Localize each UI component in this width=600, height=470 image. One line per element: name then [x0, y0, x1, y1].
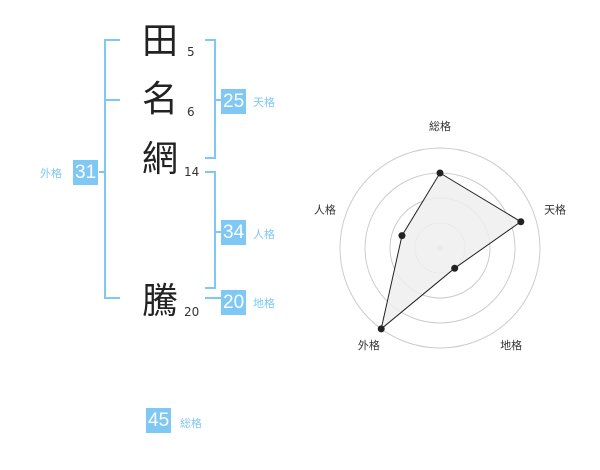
radar-point-2	[517, 218, 525, 226]
chikaku-label: 地格	[253, 297, 275, 310]
radar-point-5	[398, 232, 406, 240]
soukaku-value: 45	[146, 408, 172, 433]
name-char-3: 網	[141, 139, 178, 180]
tenkaku-bracket	[205, 39, 221, 159]
tenkaku-value: 25	[221, 89, 247, 114]
radar-point-1	[436, 169, 444, 177]
name-char-1: 田	[141, 21, 178, 62]
jinkaku-bracket	[205, 171, 221, 289]
radar-axis-label-5: 人格	[314, 203, 336, 217]
gaikaku-value: 31	[73, 160, 99, 185]
stroke-count-4: 20	[184, 305, 200, 319]
jinkaku-label: 人格	[253, 228, 275, 241]
radar-ring-4	[339, 147, 541, 349]
radar-axis-label-2: 天格	[544, 203, 566, 217]
stroke-count-3: 14	[184, 165, 200, 179]
chikaku-value: 20	[221, 290, 247, 315]
radar-point-4	[377, 325, 385, 333]
stroke-count-1: 5	[187, 45, 195, 59]
soukaku-label: 総格	[180, 417, 202, 430]
radar-axis-label-4: 外格	[358, 338, 380, 352]
gaikaku-label: 外格	[40, 167, 62, 180]
stroke-count-2: 6	[187, 105, 195, 119]
gaikaku-connector	[99, 99, 120, 173]
radar-axis-label-3: 地格	[500, 338, 522, 352]
radar-axis-label-1: 総格	[429, 119, 451, 133]
radar-point-3	[451, 264, 459, 272]
gaikaku-bracket	[104, 39, 120, 299]
name-char-4: 騰	[141, 281, 178, 322]
radar-polygon	[380, 172, 522, 331]
jinkaku-value: 34	[221, 220, 247, 245]
tenkaku-label: 天格	[253, 96, 275, 109]
name-char-2: 名	[141, 79, 178, 120]
